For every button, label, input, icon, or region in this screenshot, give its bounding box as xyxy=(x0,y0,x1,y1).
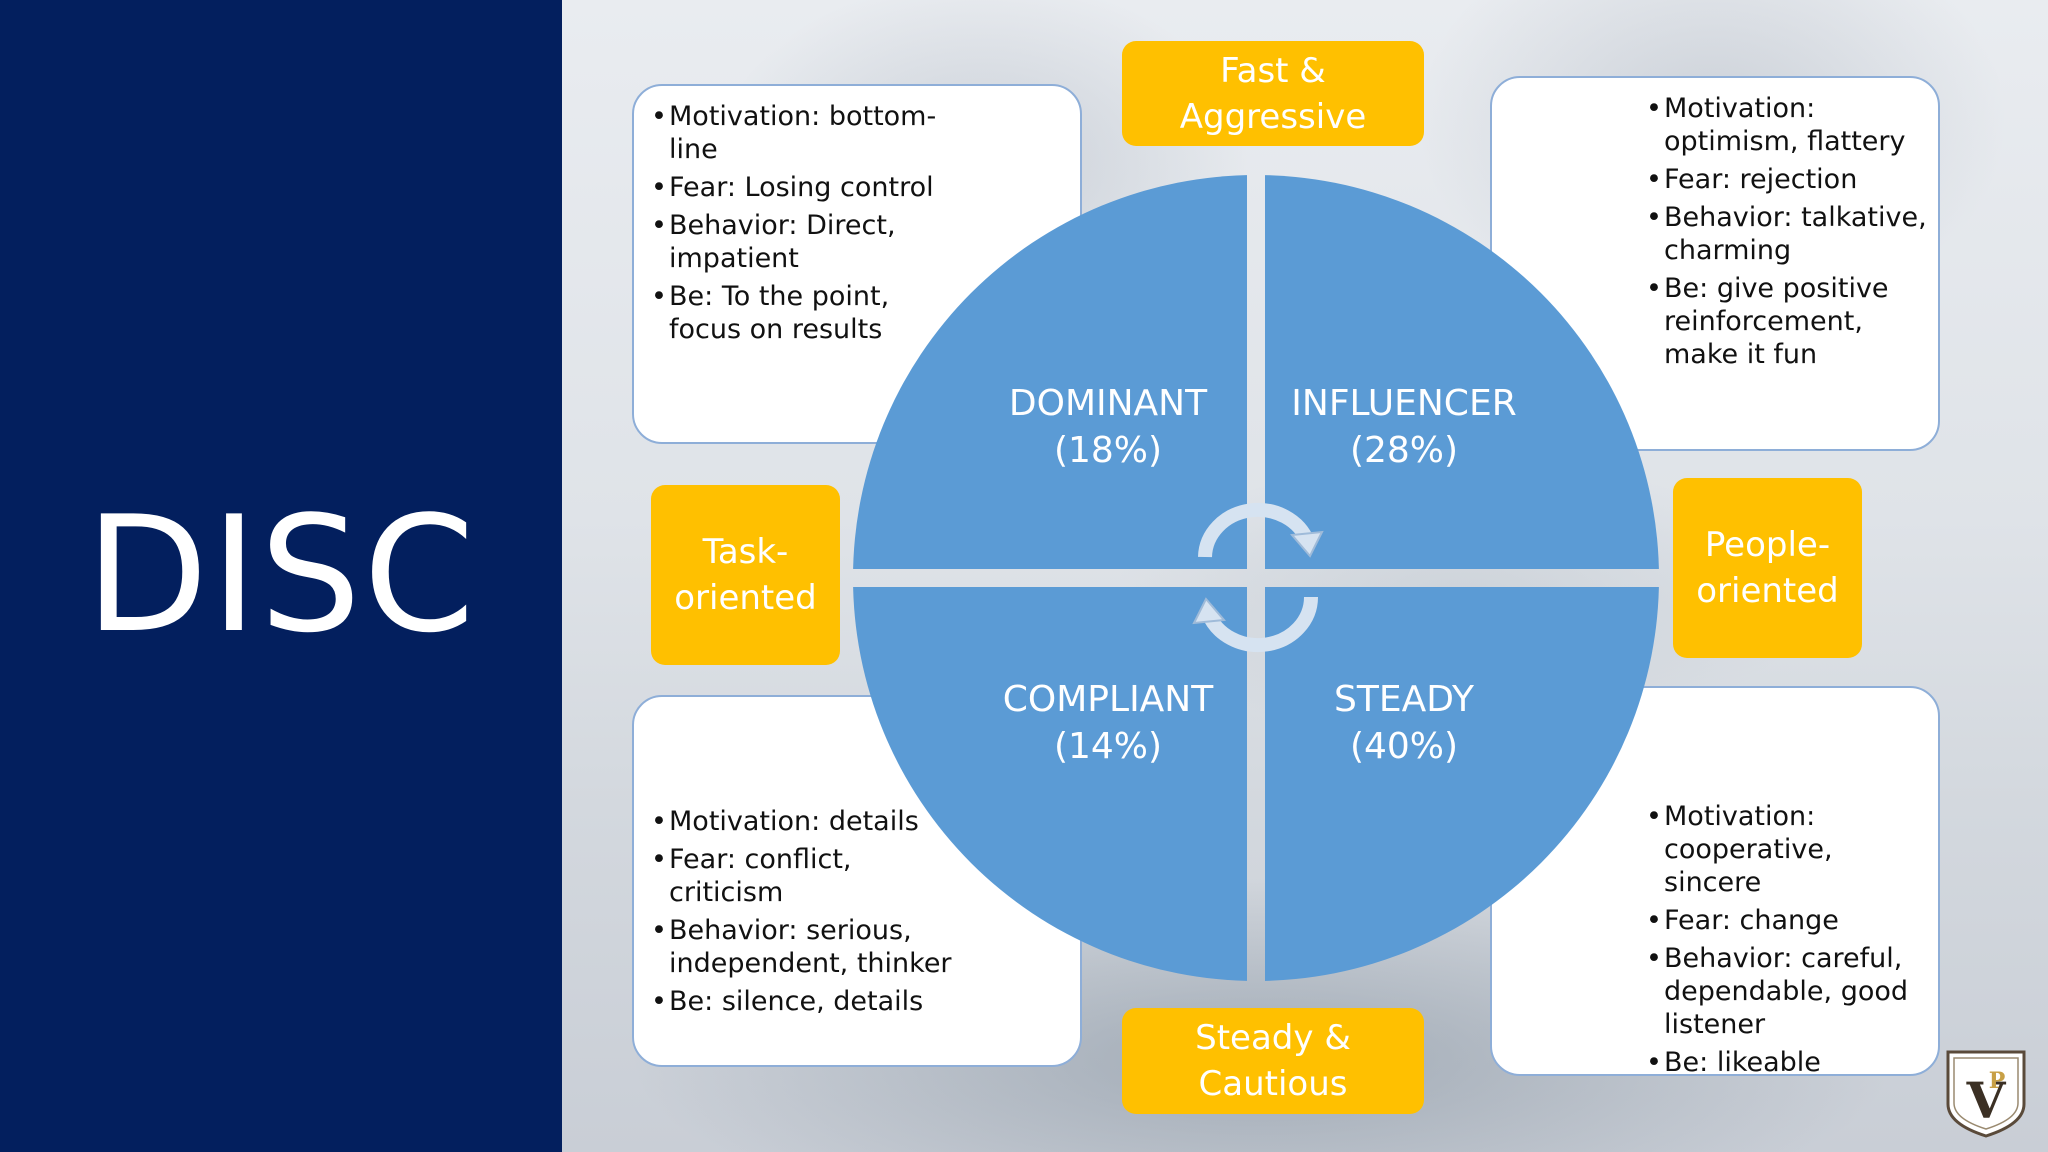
svg-text:P: P xyxy=(1989,1068,2006,1094)
list-item: Be: silence, details xyxy=(651,985,1060,1018)
quadrant-name: DOMINANT xyxy=(1008,383,1208,424)
quadrant-label-dominant: DOMINANT (18%) xyxy=(958,380,1258,474)
quadrant-label-steady: STEADY (40%) xyxy=(1254,676,1554,770)
quadrant-name: COMPLIANT xyxy=(1002,679,1214,720)
tag-task-oriented: Task- oriented xyxy=(651,485,840,665)
list-item: Be: To the point, focus on results xyxy=(651,280,909,346)
quadrant-label-compliant: COMPLIANT (14%) xyxy=(958,676,1258,770)
list-item: Be: likeable xyxy=(1646,1046,1918,1079)
quadrant-percent: (14%) xyxy=(1053,726,1163,767)
list-item: Behavior: Direct, impatient xyxy=(651,209,899,275)
info-box-influencer: Motivation: optimism, flattery Fear: rej… xyxy=(1490,76,1940,451)
list-item: Motivation: details xyxy=(651,805,1060,838)
list-item: Motivation: cooperative, sincere xyxy=(1646,800,1934,899)
quadrant-dominant xyxy=(853,175,1247,569)
quadrant-influencer xyxy=(1265,175,1659,569)
quadrant-percent: (28%) xyxy=(1349,430,1459,471)
slide-title: DISC xyxy=(85,481,477,668)
list-item: Behavior: talkative, charming xyxy=(1646,201,1934,267)
list-item: Behavior: careful, dependable, good list… xyxy=(1646,942,1909,1041)
tag-people-oriented: People- oriented xyxy=(1673,478,1862,658)
info-box-steady: Motivation: cooperative, sincere Fear: c… xyxy=(1490,686,1940,1079)
quadrant-steady xyxy=(1265,587,1659,981)
shield-logo: V P xyxy=(1946,1050,2026,1138)
list-item: Fear: rejection xyxy=(1646,163,1918,196)
list-item: Fear: change xyxy=(1646,904,1918,937)
tag-steady-cautious: Steady & Cautious xyxy=(1122,1008,1424,1114)
quadrant-percent: (18%) xyxy=(1053,430,1163,471)
quadrant-name: INFLUENCER xyxy=(1291,383,1517,424)
list-item: Fear: conflict, criticism xyxy=(651,843,899,909)
title-panel: DISC xyxy=(0,0,562,1152)
tag-fast-aggressive: Fast & Aggressive xyxy=(1122,41,1424,146)
list-item: Motivation: optimism, flattery xyxy=(1646,92,1924,158)
quadrant-compliant xyxy=(853,587,1247,981)
list-item: Fear: Losing control xyxy=(651,171,1060,204)
quadrant-name: STEADY xyxy=(1334,679,1474,720)
quadrant-percent: (40%) xyxy=(1349,726,1459,767)
svg-text:V: V xyxy=(1966,1071,2007,1130)
quadrant-label-influencer: INFLUENCER (28%) xyxy=(1254,380,1554,474)
list-item: Be: give positive reinforcement, make it… xyxy=(1646,272,1944,371)
list-item: Behavior: serious, independent, thinker xyxy=(651,914,959,980)
cycle-arrows-icon xyxy=(1198,502,1319,653)
list-item: Motivation: bottom-line xyxy=(651,100,939,166)
